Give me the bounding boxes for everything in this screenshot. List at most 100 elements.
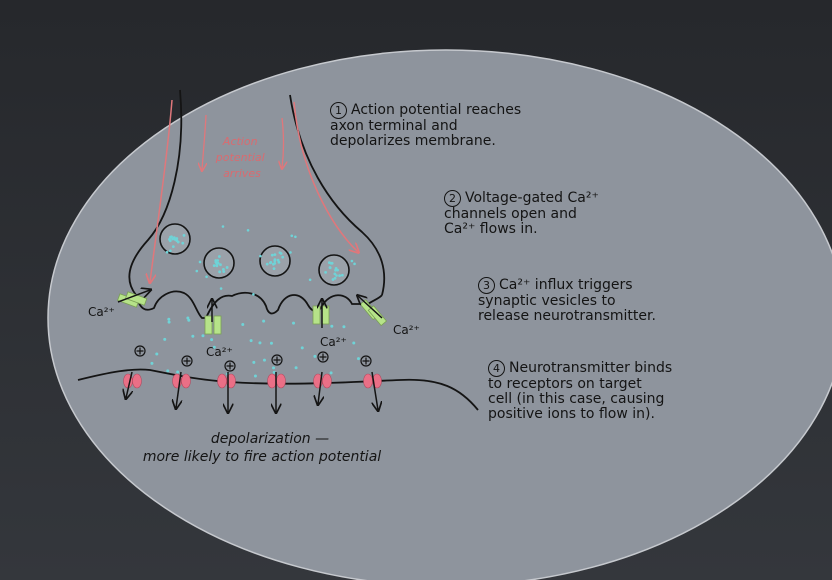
step-number-1: 1	[330, 102, 347, 119]
vesicle-dot	[181, 242, 184, 245]
ca-label-bottom-right: Ca²⁺	[320, 335, 347, 349]
caption-line-1: depolarization —	[211, 431, 329, 447]
caption-line-2: more likely to fire action potential	[143, 449, 381, 465]
receptor	[218, 374, 227, 388]
vesicle-dot	[175, 237, 178, 240]
step-number-4: 4	[488, 360, 505, 377]
vesicle-dot	[222, 268, 225, 271]
vesicle-dot	[334, 269, 337, 272]
receptor	[364, 374, 373, 388]
receptor	[323, 374, 332, 388]
neurotransmitter-dot	[241, 323, 244, 326]
neurotransmitter-dot	[186, 317, 189, 320]
neurotransmitter-dot	[195, 270, 198, 273]
neurotransmitter-dot	[309, 278, 312, 281]
receptor	[277, 374, 286, 388]
neurotransmitter-dot	[205, 275, 208, 278]
vesicle-dot	[273, 253, 276, 256]
neurotransmitter-dot	[289, 251, 292, 254]
vesicle-dot	[183, 234, 186, 237]
action-label-line1: Action	[222, 135, 258, 148]
neurotransmitter-dot	[270, 342, 273, 345]
neurotransmitter-dot	[155, 353, 158, 356]
vesicle-dot	[273, 260, 276, 263]
vesicle-dot	[169, 239, 172, 242]
neurotransmitter-dot	[167, 318, 170, 321]
vesicle-dot	[177, 241, 180, 244]
neurotransmitter-dot	[352, 341, 355, 344]
step-number-3: 3	[478, 277, 495, 294]
vesicle	[319, 255, 349, 285]
neurotransmitter-dot	[290, 234, 293, 237]
neurotransmitter-dot	[330, 371, 333, 374]
vesicle-dot	[272, 263, 275, 266]
neurotransmitter-dot	[247, 229, 250, 232]
vesicle-dot	[277, 259, 280, 262]
vesicle-dot	[331, 262, 334, 265]
vesicle-dot	[281, 256, 284, 259]
step-2-text: Voltage-gated Ca²⁺ channels open and Ca²…	[444, 190, 599, 237]
neurotransmitter-dot	[335, 274, 338, 277]
step-3-text: Ca²⁺ influx triggers synaptic vesicles t…	[478, 277, 656, 324]
vesicle-dot	[169, 236, 172, 239]
ca-channel	[205, 316, 212, 334]
neurotransmitter-dot	[294, 236, 297, 239]
neurotransmitter-dot	[342, 325, 345, 328]
neurotransmitter-dot	[168, 321, 171, 324]
action-label-line2: potential	[215, 151, 265, 164]
neurotransmitter-dot	[351, 260, 354, 263]
neurotransmitter-dot	[176, 370, 179, 373]
neurotransmitter-dot	[357, 357, 360, 360]
neurotransmitter-dot	[279, 251, 282, 254]
vesicle-dot	[213, 264, 216, 267]
vesicle-dot	[329, 266, 332, 269]
neurotransmitter-dot	[163, 338, 166, 341]
step-number-2: 2	[444, 190, 461, 207]
ca-channel	[322, 306, 329, 324]
vesicle-dot	[334, 277, 337, 280]
ca-channel	[313, 306, 320, 324]
action-label-line3: arrives	[223, 167, 261, 180]
ca-channel	[214, 316, 221, 334]
vesicle-dot	[266, 263, 269, 266]
neurotransmitter-dot	[353, 263, 356, 266]
receptor	[182, 374, 191, 388]
neurotransmitter-dot	[295, 366, 298, 369]
vesicle-dot	[172, 245, 175, 248]
vesicle-dot	[271, 254, 274, 257]
neurotransmitter-dot	[330, 325, 333, 328]
neurotransmitter-dot	[166, 369, 169, 372]
neurotransmitter-dot	[213, 346, 216, 349]
vesicle-dot	[218, 255, 221, 258]
neurotransmitter-dot	[191, 335, 194, 338]
neurotransmitter-dot	[292, 322, 295, 325]
receptor	[133, 374, 142, 388]
vesicle-dot	[214, 259, 217, 262]
neurotransmitter-dot	[254, 375, 257, 378]
neurotransmitter-dot	[258, 341, 261, 344]
vesicle-dot	[217, 262, 220, 265]
neurotransmitter-dot	[222, 225, 225, 228]
neurotransmitter-dot	[220, 287, 223, 290]
neurotransmitter-dot	[313, 355, 316, 358]
neurotransmitter-dot	[150, 362, 153, 365]
vesicle-dot	[216, 264, 219, 267]
neurotransmitter-dot	[273, 371, 276, 374]
vesicle-dot	[226, 266, 229, 269]
neurotransmitter-dot	[272, 366, 275, 369]
vesicle-dot	[273, 267, 276, 270]
neurotransmitter-dot	[262, 320, 265, 323]
ca-label-bottom-left: Ca²⁺	[206, 345, 233, 359]
step-4-text: Neurotransmitter binds to receptors on t…	[488, 360, 672, 422]
vesicle-dot	[328, 261, 331, 264]
vesicle-dot	[324, 271, 327, 274]
action-potential-label: Action potential arrives	[215, 135, 268, 180]
neurotransmitter-dot	[301, 346, 304, 349]
neurotransmitter-dot	[199, 261, 202, 264]
